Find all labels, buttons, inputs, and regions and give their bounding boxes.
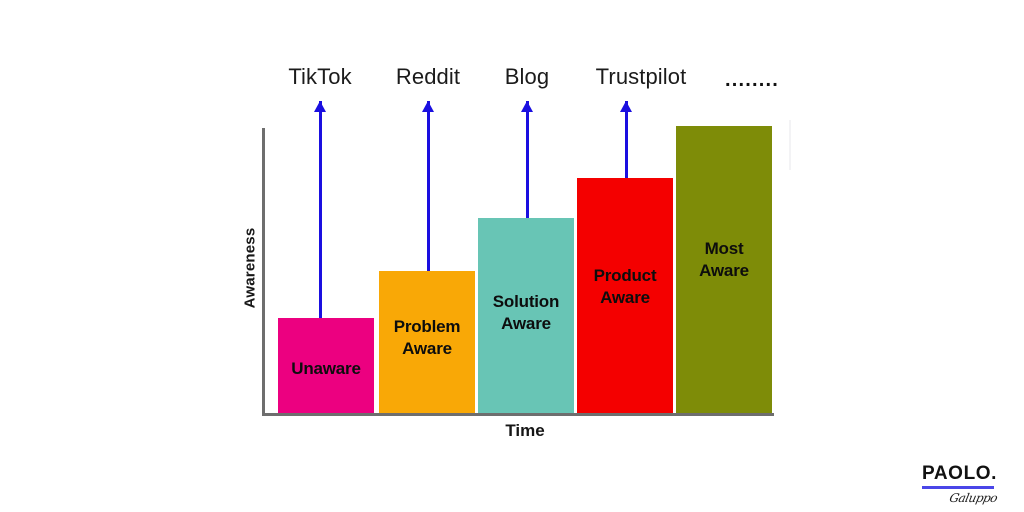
arrow-head-icon [314,101,326,112]
bar-label-unaware: Unaware [291,359,361,378]
x-axis-title: Time [505,421,545,440]
x-axis-line [262,413,774,416]
arrow-stem [426,101,430,297]
annotation-label-trustpilot: Trustpilot [595,64,687,89]
arrow-head-icon [521,101,533,112]
bar-label-solution-aware: Solution Aware [492,292,560,333]
bar-label-problem-aware: Problem Aware [393,317,461,358]
arrow-head-icon [422,101,434,112]
annotation-label-ellipsis: ........ [724,69,780,91]
background-rule [789,120,791,170]
brand-underline [922,486,994,489]
bar-problem-aware[interactable]: Problem Aware [379,271,475,413]
y-axis-title: Awareness [241,227,259,309]
bar-label-product-aware: Product Aware [593,266,657,307]
bar-solution-aware[interactable]: Solution Aware [478,218,574,413]
annotation-label-blog: Blog [504,64,550,89]
bar-most-aware[interactable]: Most Aware [676,126,772,413]
bar-label-most-aware: Most Aware [699,239,749,280]
bar-product-aware[interactable]: Product Aware [577,178,673,413]
y-axis-line [262,128,265,416]
bar-unaware[interactable]: Unaware [278,318,374,413]
arrow-stem [318,101,322,327]
brand-signature: Galuppo [948,491,999,505]
annotation-label-tiktok: TikTok [288,64,352,89]
brand-name: PAOLO. [922,463,998,484]
annotation-label-reddit: Reddit [395,64,461,89]
arrow-head-icon [620,101,632,112]
arrow-stem [525,101,529,273]
brand-watermark: PAOLO. Galuppo [922,463,999,505]
